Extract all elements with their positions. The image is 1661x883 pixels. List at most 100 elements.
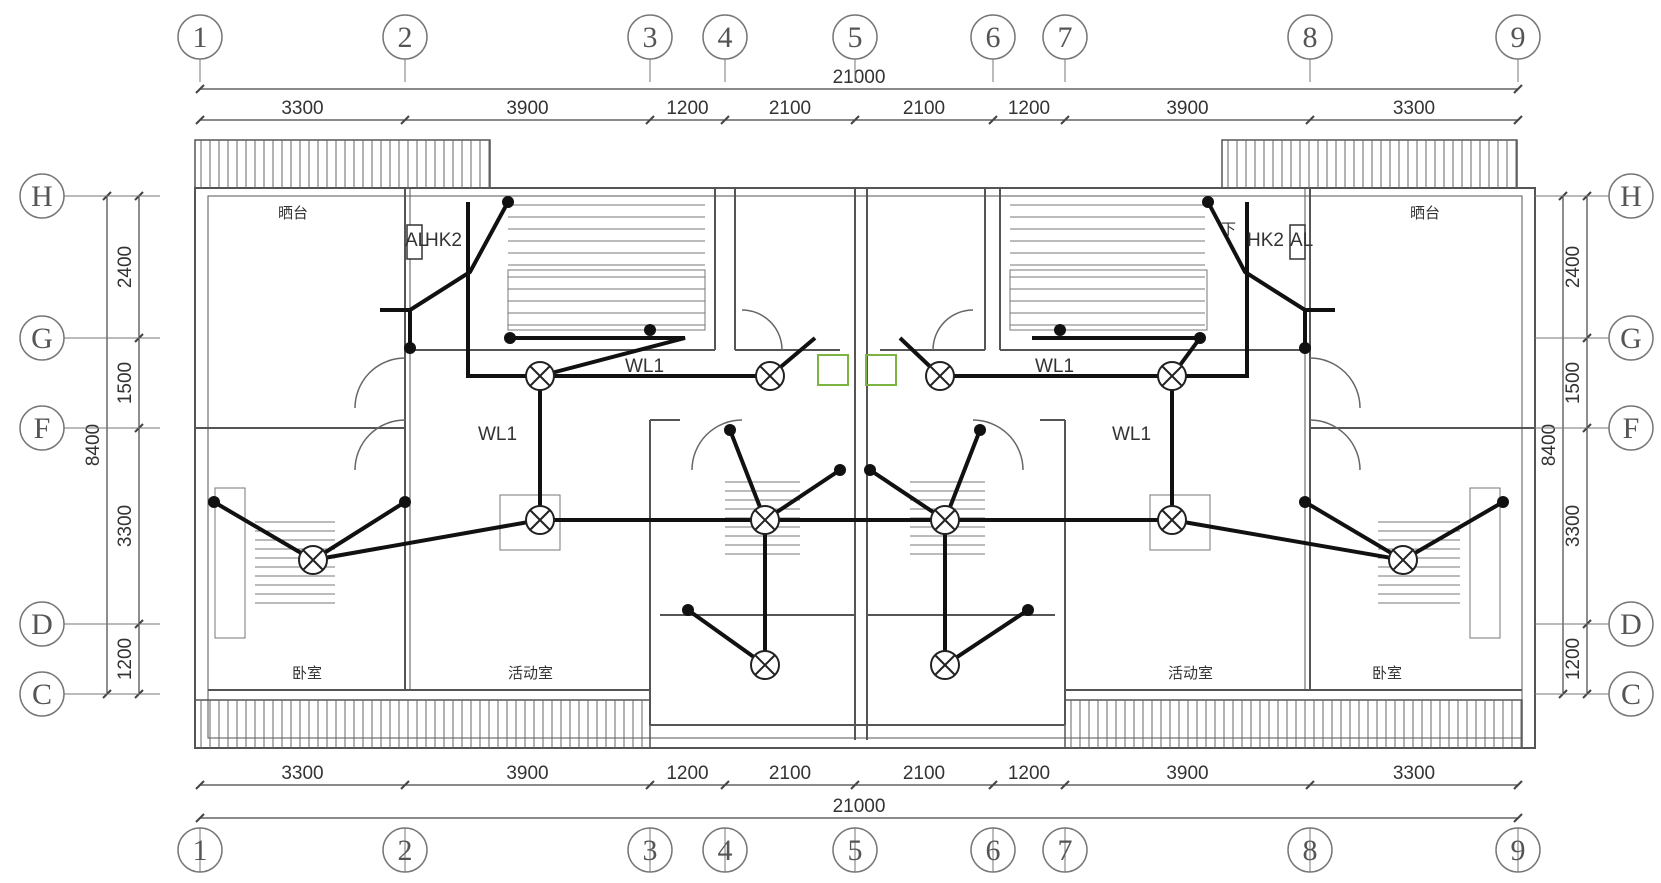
lamp-icon xyxy=(525,505,555,535)
axis-bubble-row: F xyxy=(19,405,160,451)
dimension-text: 1200 xyxy=(666,763,708,784)
room-bedroom-left: 卧室 xyxy=(292,664,322,682)
junction-dot xyxy=(504,332,516,344)
junction-dot xyxy=(404,342,416,354)
axis-bubble-column: 3 xyxy=(627,14,673,82)
junction-dot xyxy=(644,324,656,336)
dimension-text: 3300 xyxy=(281,98,323,119)
panel-label-right: HK2 xyxy=(1247,230,1284,251)
svg-text:AL: AL xyxy=(405,230,428,251)
junction-dot xyxy=(682,604,694,616)
wire xyxy=(1303,500,1405,562)
axis-bubble-column: 6 xyxy=(970,14,1016,82)
bubble-label: 4 xyxy=(718,21,733,54)
door-swings xyxy=(354,309,1361,471)
axis-bubble-column: 7 xyxy=(1042,14,1088,82)
circuit-label-right: WL1 xyxy=(1035,356,1074,377)
junction-dot xyxy=(724,424,736,436)
stair-landing xyxy=(507,269,706,331)
lamp-cross xyxy=(754,654,776,676)
bubble-label: H xyxy=(31,180,53,213)
axis-bubble-column: 4 xyxy=(702,14,748,82)
wiring-junctions xyxy=(208,196,1509,616)
lamp-cross xyxy=(529,509,551,531)
dimension-tick xyxy=(1513,813,1523,823)
circuit-label-left: WL1 xyxy=(625,356,664,377)
axis-bubble-row: D xyxy=(1535,601,1654,647)
bed-frame xyxy=(1469,487,1501,639)
bubble-label: F xyxy=(1623,412,1640,445)
bubble-label: 3 xyxy=(643,834,658,867)
wiring-circuits xyxy=(212,201,1505,669)
building-walls xyxy=(194,187,1536,749)
dimension-tick xyxy=(850,780,860,790)
wire xyxy=(510,336,686,378)
dimension-tick xyxy=(720,115,730,125)
bubble-label: 9 xyxy=(1511,834,1526,867)
bubble-label: 7 xyxy=(1058,21,1073,54)
hatch-lines xyxy=(200,140,1522,748)
axis-bubble-column: 1 xyxy=(177,827,223,873)
lamp-cross xyxy=(1392,549,1414,571)
axis-bubble-row: F xyxy=(1535,405,1654,451)
junction-dot xyxy=(834,464,846,476)
dimension-text: 3900 xyxy=(1166,98,1208,119)
lamp-cross xyxy=(1161,509,1183,531)
bubble-label: 9 xyxy=(1511,21,1526,54)
balcony-hatch-bottom-left xyxy=(194,699,651,749)
balcony-hatch-top-right xyxy=(1221,139,1518,189)
lamp-icon xyxy=(525,361,555,391)
junction-dot xyxy=(208,496,220,508)
dimension-text: 1200 xyxy=(115,638,136,680)
lamp-cross xyxy=(754,509,776,531)
axis-bubble-column: 2 xyxy=(382,827,428,873)
svg-text:AL: AL xyxy=(1290,230,1313,251)
dimension-tick xyxy=(195,84,205,94)
bubble-label: 6 xyxy=(986,21,1001,54)
lamp-icon xyxy=(755,361,785,391)
axis-bubble-row: D xyxy=(19,601,160,647)
wire xyxy=(868,468,947,522)
dimension-tick xyxy=(195,780,205,790)
dimension-text: 3900 xyxy=(506,763,548,784)
wire xyxy=(212,500,315,562)
dimension-text: 1500 xyxy=(115,362,136,404)
dimension-text: 2100 xyxy=(903,763,945,784)
dimension-lines xyxy=(102,84,1592,823)
wire xyxy=(943,429,982,521)
lamp-icon xyxy=(930,650,960,680)
wire xyxy=(1401,500,1505,562)
dimension-text: 3300 xyxy=(281,763,323,784)
axis-bubble-row: G xyxy=(19,315,160,361)
junction-dot xyxy=(1194,332,1206,344)
axis-bubble-column: 3 xyxy=(627,827,673,873)
ceiling-lamps xyxy=(298,361,1418,680)
toilet-right xyxy=(865,354,897,386)
dimension-text: 21000 xyxy=(833,67,886,88)
dimension-text: 1200 xyxy=(1563,638,1584,680)
wire xyxy=(466,202,770,378)
dimension-text: 2100 xyxy=(769,763,811,784)
axis-bubble-column: 4 xyxy=(702,827,748,873)
table xyxy=(1149,494,1211,551)
bed-frame xyxy=(214,487,246,639)
lamp-cross xyxy=(934,654,956,676)
lamp-icon xyxy=(925,361,955,391)
bubble-label: D xyxy=(1620,608,1642,641)
wire xyxy=(312,518,541,562)
dimension-tick xyxy=(645,780,655,790)
axis-bubble-column: 7 xyxy=(1042,827,1088,873)
bubble-label: 2 xyxy=(398,21,413,54)
axis-bubble-row: G xyxy=(1535,315,1654,361)
axis-bubble-column: 9 xyxy=(1495,14,1541,82)
wire xyxy=(1206,201,1307,348)
room-bedroom-right: 卧室 xyxy=(1372,664,1402,682)
dimension-text: 8400 xyxy=(83,424,104,466)
lamp-cross xyxy=(929,365,951,387)
junction-dot xyxy=(1054,324,1066,336)
dimension-text: 3900 xyxy=(506,98,548,119)
axis-bubble-row: C xyxy=(19,671,160,717)
axis-bubble-row: C xyxy=(1535,671,1654,717)
dimension-tick xyxy=(195,115,205,125)
